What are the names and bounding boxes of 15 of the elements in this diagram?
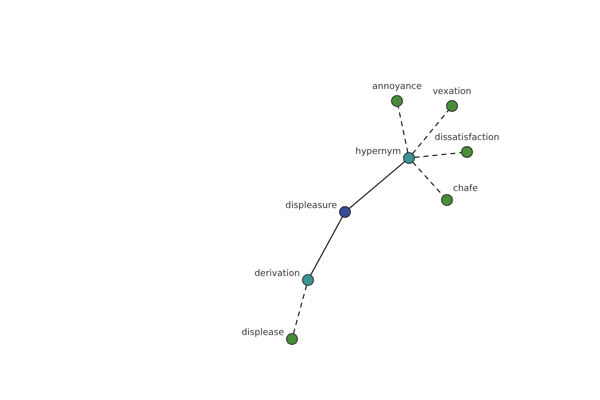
connector-line: [412, 110, 449, 154]
node-label: hypernym: [355, 147, 401, 158]
connector-line: [398, 106, 408, 154]
node-label: annoyance: [372, 82, 422, 93]
connector-line: [348, 161, 406, 209]
connector-line: [310, 216, 343, 276]
node-label: chafe: [453, 184, 478, 195]
node-label: displeasure: [285, 201, 337, 212]
node-label: dissatisfaction: [434, 133, 500, 144]
connector-line: [292, 284, 308, 334]
node-label: vexation: [432, 87, 472, 98]
connector-line: [414, 152, 462, 158]
connector-line: [412, 162, 444, 196]
node-label: displease: [242, 328, 284, 339]
node-label: derivation: [254, 269, 300, 280]
